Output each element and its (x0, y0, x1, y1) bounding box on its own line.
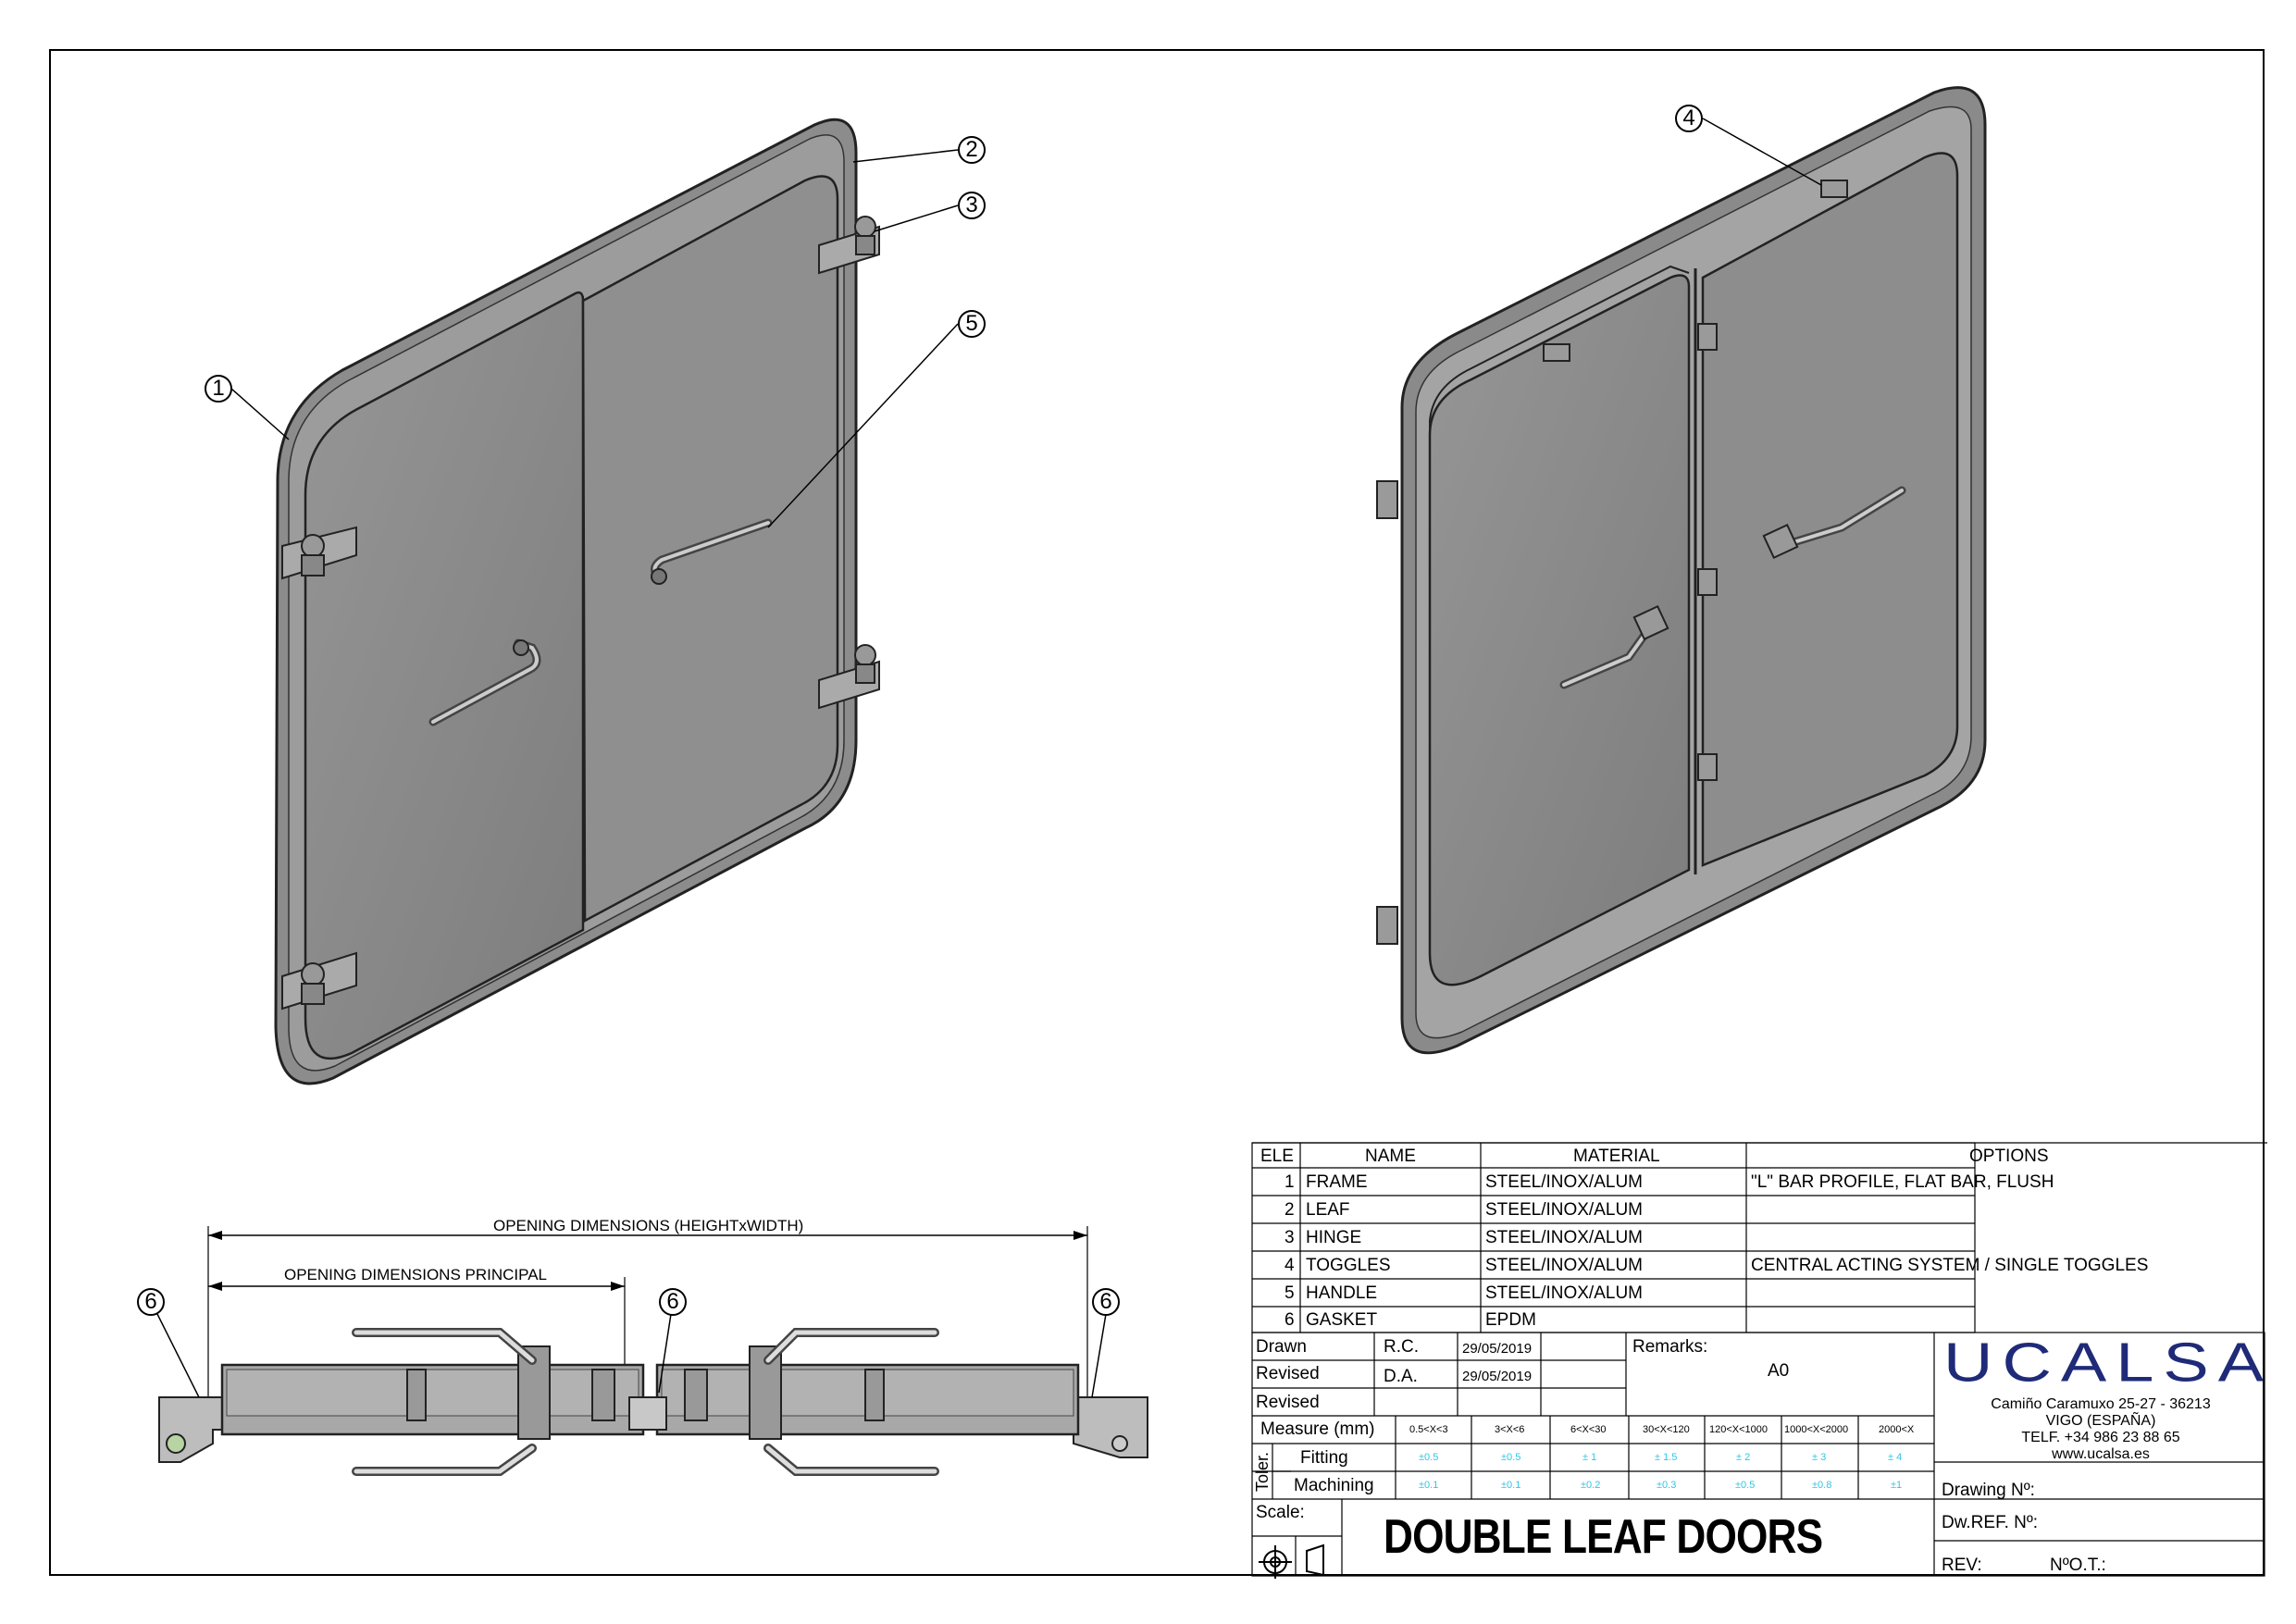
measure-range-2: 3<X<6 (1495, 1424, 1525, 1435)
callout-6-right: 6 (1092, 1288, 1120, 1316)
fitting-value-7: ± 4 (1888, 1452, 1903, 1463)
drawn-date: 29/05/2019 (1462, 1341, 1533, 1357)
bom-row-3-material: STEEL/INOX/ALUM (1485, 1228, 1643, 1247)
bom-header-options: OPTIONS (1969, 1147, 2049, 1166)
remarks-value: A0 (1768, 1361, 1790, 1381)
company-city: VIGO (ESPAÑA) (2045, 1413, 2156, 1429)
toler-label: Toler. (1253, 1451, 1272, 1492)
rear-left-leaf (1428, 274, 1691, 986)
measure-range-7: 2000<X (1879, 1424, 1915, 1435)
revised2-label: Revised (1256, 1393, 1320, 1412)
rear-right-leaf (1701, 152, 1959, 867)
fitting-value-3: ± 1 (1582, 1452, 1597, 1463)
fitting-value-1: ±0.5 (1419, 1452, 1439, 1463)
measure-range-6: 1000<X<2000 (1784, 1424, 1849, 1435)
bom-row-6-material: EPDM (1485, 1310, 1536, 1330)
scale-label: Scale: (1256, 1503, 1305, 1522)
hinge-left-bottom (281, 951, 357, 1010)
machining-label: Machining (1294, 1476, 1374, 1495)
measure-range-3: 6<X<30 (1570, 1424, 1607, 1435)
company-phone: TELF. +34 986 23 88 65 (2021, 1430, 2180, 1445)
machining-value-4: ±0.3 (1657, 1480, 1677, 1491)
section-view (156, 1226, 1148, 1476)
bom-grid (1251, 1142, 1976, 1333)
bom-row-2-name: LEAF (1306, 1200, 1350, 1220)
callout-1: 1 (205, 375, 232, 403)
toggles (1376, 180, 1848, 945)
bom-row-5-name: HANDLE (1306, 1283, 1378, 1303)
bom-row-1-ele: 1 (1285, 1172, 1295, 1192)
fitting-value-6: ± 3 (1812, 1452, 1827, 1463)
machining-value-7: ±1 (1891, 1480, 1903, 1491)
machining-value-2: ±0.1 (1501, 1480, 1521, 1491)
dim-principal-label: OPENING DIMENSIONS PRINCIPAL (284, 1266, 548, 1283)
callout-3: 3 (958, 192, 986, 219)
hinge-left-top (281, 526, 357, 580)
machining-value-6: ±0.8 (1812, 1480, 1832, 1491)
bom-row-4-material: STEEL/INOX/ALUM (1485, 1256, 1643, 1275)
fitting-value-4: ± 1.5 (1655, 1452, 1678, 1463)
measure-range-5: 120<X<1000 (1709, 1424, 1769, 1435)
bom-row-6-ele: 6 (1285, 1310, 1295, 1330)
bom-row-6-name: GASKET (1306, 1310, 1378, 1330)
bom-header-material: MATERIAL (1573, 1147, 1660, 1166)
bom-row-4-options: CENTRAL ACTING SYSTEM / SINGLE TOGGLES (1751, 1256, 2149, 1275)
dim-total-label: OPENING DIMENSIONS (HEIGHTxWIDTH) (493, 1217, 804, 1234)
bom-row-2-material: STEEL/INOX/ALUM (1485, 1200, 1643, 1220)
front-isometric-view (230, 118, 959, 1085)
revised1-label: Revised (1256, 1364, 1320, 1383)
company-address: Camiño Caramuxo 25-27 - 36213 (1991, 1396, 2211, 1412)
bom-row-1-options: "L" BAR PROFILE, FLAT BAR, FLUSH (1751, 1172, 2054, 1192)
left-leaf (304, 291, 585, 1060)
machining-value-1: ±0.1 (1419, 1480, 1439, 1491)
bom-row-5-ele: 5 (1285, 1283, 1295, 1303)
title-block-grid (1251, 1332, 2265, 1577)
machining-value-5: ±0.5 (1735, 1480, 1756, 1491)
drawn-label: Drawn (1256, 1337, 1307, 1357)
fitting-label: Fitting (1300, 1448, 1348, 1468)
machining-value-3: ±0.2 (1581, 1480, 1601, 1491)
revised1-by: D.A. (1384, 1367, 1418, 1386)
drawing-sheet-border (49, 49, 2265, 1576)
drawing-title: DOUBLE LEAF DOORS (1384, 1510, 1823, 1564)
bom-row-1-name: FRAME (1306, 1172, 1368, 1192)
callout-6-left: 6 (137, 1288, 165, 1316)
bom-row-3-name: HINGE (1306, 1228, 1362, 1247)
bom-row-4-name: TOGGLES (1306, 1256, 1391, 1275)
bom-row-4-ele: 4 (1285, 1256, 1295, 1275)
hinge-right-bottom (818, 644, 880, 710)
measure-label: Measure (mm) (1260, 1419, 1375, 1439)
drawing-no-label: Drawing Nº: (1942, 1481, 2035, 1500)
company-logo: UCALSA (1943, 1332, 2274, 1394)
callout-2: 2 (958, 136, 986, 164)
projection-symbol-icon (1259, 1543, 1324, 1579)
callout-5: 5 (958, 310, 986, 338)
measure-range-4: 30<X<120 (1643, 1424, 1690, 1435)
right-leaf (581, 175, 839, 924)
fitting-value-2: ±0.5 (1501, 1452, 1521, 1463)
callout-4: 4 (1675, 105, 1703, 132)
callout-6-center: 6 (659, 1288, 687, 1316)
bom-row-5-material: STEEL/INOX/ALUM (1485, 1283, 1643, 1303)
bom-header-name: NAME (1365, 1147, 1416, 1166)
revised1-date: 29/05/2019 (1462, 1369, 1533, 1384)
bom-row-1-material: STEEL/INOX/ALUM (1485, 1172, 1643, 1192)
fitting-value-5: ± 2 (1736, 1452, 1751, 1463)
bom-row-3-ele: 3 (1285, 1228, 1295, 1247)
rear-isometric-view (1376, 86, 1987, 1055)
company-web: www.ucalsa.es (2052, 1446, 2150, 1462)
remarks-label: Remarks: (1632, 1337, 1708, 1357)
bom-header-ele: ELE (1260, 1147, 1294, 1166)
ot-label: NºO.T.: (2050, 1556, 2106, 1575)
measure-range-1: 0.5<X<3 (1409, 1424, 1448, 1435)
dwref-label: Dw.REF. Nº: (1942, 1513, 2039, 1532)
bom-row-2-ele: 2 (1285, 1200, 1295, 1220)
hinge-right-top (818, 216, 880, 275)
rev-label: REV: (1942, 1556, 1982, 1575)
drawn-by: R.C. (1384, 1337, 1419, 1357)
